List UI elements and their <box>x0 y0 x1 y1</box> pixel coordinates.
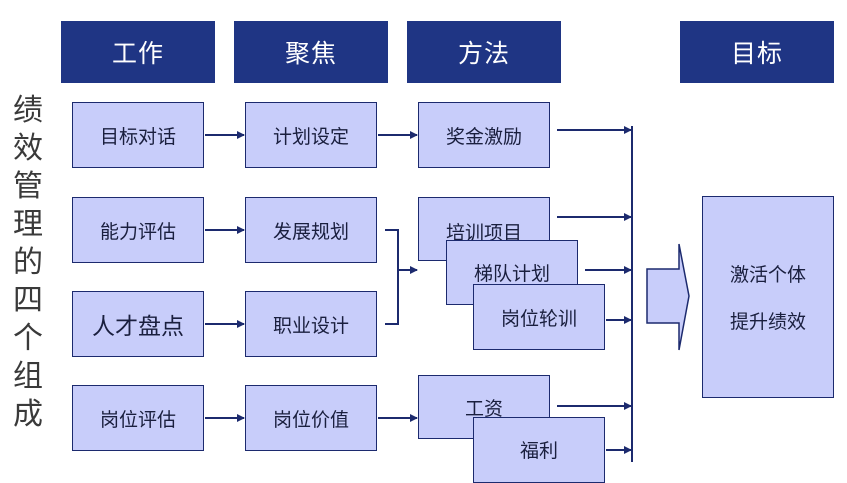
goal-line-1: 激活个体 <box>729 264 806 286</box>
box-work-position-eval: 岗位评估 <box>72 385 204 451</box>
side-title-char: 个 <box>13 321 43 356</box>
side-title-char: 四 <box>13 283 43 318</box>
box-focus-position-value: 岗位价值 <box>245 385 377 451</box>
side-title: 绩 效 管 理 的 四 个 组 成 <box>10 92 46 434</box>
box-method-bonus: 奖金激励 <box>418 102 550 168</box>
side-title-char: 管 <box>13 169 43 204</box>
side-title-char: 理 <box>13 207 43 242</box>
box-work-ability-eval: 能力评估 <box>72 197 204 263</box>
side-title-char: 组 <box>13 359 43 394</box>
header-method: 方法 <box>407 21 561 83</box>
side-title-char: 绩 <box>13 93 43 128</box>
side-title-char: 成 <box>13 397 43 432</box>
box-focus-career-design: 职业设计 <box>245 291 377 357</box>
box-method-welfare: 福利 <box>473 417 605 483</box>
box-method-rotation: 岗位轮训 <box>473 284 605 350</box>
goal-line-2: 提升绩效 <box>729 311 806 333</box>
merge-bracket <box>385 229 399 325</box>
box-goal: 激活个体 提升绩效 <box>702 196 834 398</box>
side-title-char: 效 <box>13 131 43 166</box>
box-focus-plan-setting: 计划设定 <box>245 102 377 168</box>
box-work-talent-review: 人才盘点 <box>72 291 204 357</box>
side-title-char: 的 <box>13 245 43 280</box>
header-focus: 聚焦 <box>234 21 388 83</box>
header-work: 工作 <box>61 21 215 83</box>
big-arrow-icon <box>646 243 690 351</box>
header-goal: 目标 <box>680 21 834 83</box>
box-work-goal-dialogue: 目标对话 <box>72 102 204 168</box>
box-focus-dev-plan: 发展规划 <box>245 197 377 263</box>
